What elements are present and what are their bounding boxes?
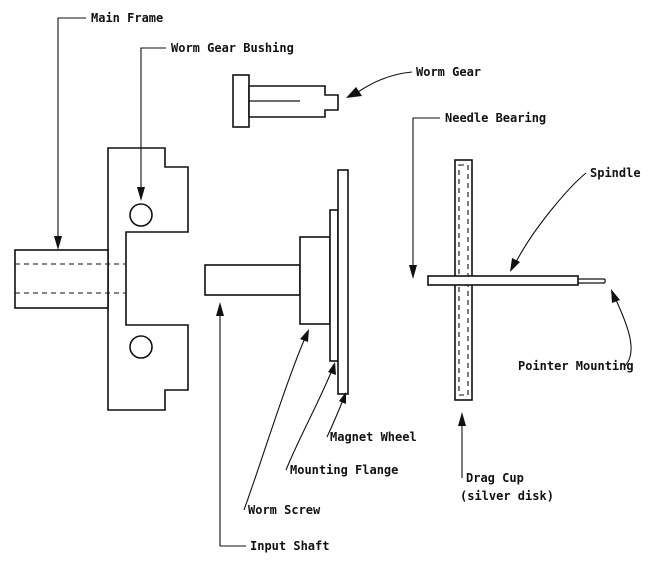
- spindle-part: [427, 275, 606, 286]
- mounting-flange-part: [329, 209, 339, 362]
- input-shaft-part: [204, 264, 301, 296]
- main-frame-part: [107, 147, 189, 411]
- leader-lines: [54, 17, 632, 547]
- label-magnet-wheel: Magnet Wheel: [330, 430, 417, 444]
- magnet-wheel-part: [337, 169, 349, 395]
- label-drag-cup-note: (silver disk): [460, 489, 554, 503]
- label-drag-cup: Drag Cup: [466, 471, 524, 485]
- label-needle-bearing: Needle Bearing: [445, 111, 546, 125]
- label-worm-gear-bushing: Worm Gear Bushing: [171, 41, 294, 55]
- label-spindle: Spindle: [590, 166, 641, 180]
- frame-bushing-hole-top: [129, 203, 153, 227]
- label-mounting-flange: Mounting Flange: [290, 463, 398, 477]
- worm-screw-part: [299, 236, 331, 325]
- label-input-shaft: Input Shaft: [250, 539, 329, 553]
- frame-hub-part: [14, 249, 126, 309]
- label-pointer-mounting: Pointer Mounting: [518, 359, 634, 373]
- frame-bushing-hole-bottom: [129, 335, 153, 359]
- label-worm-screw: Worm Screw: [248, 503, 321, 517]
- worm-gear-part: [232, 74, 339, 128]
- label-main-frame: Main Frame: [91, 11, 163, 25]
- label-worm-gear: Worm Gear: [416, 65, 481, 79]
